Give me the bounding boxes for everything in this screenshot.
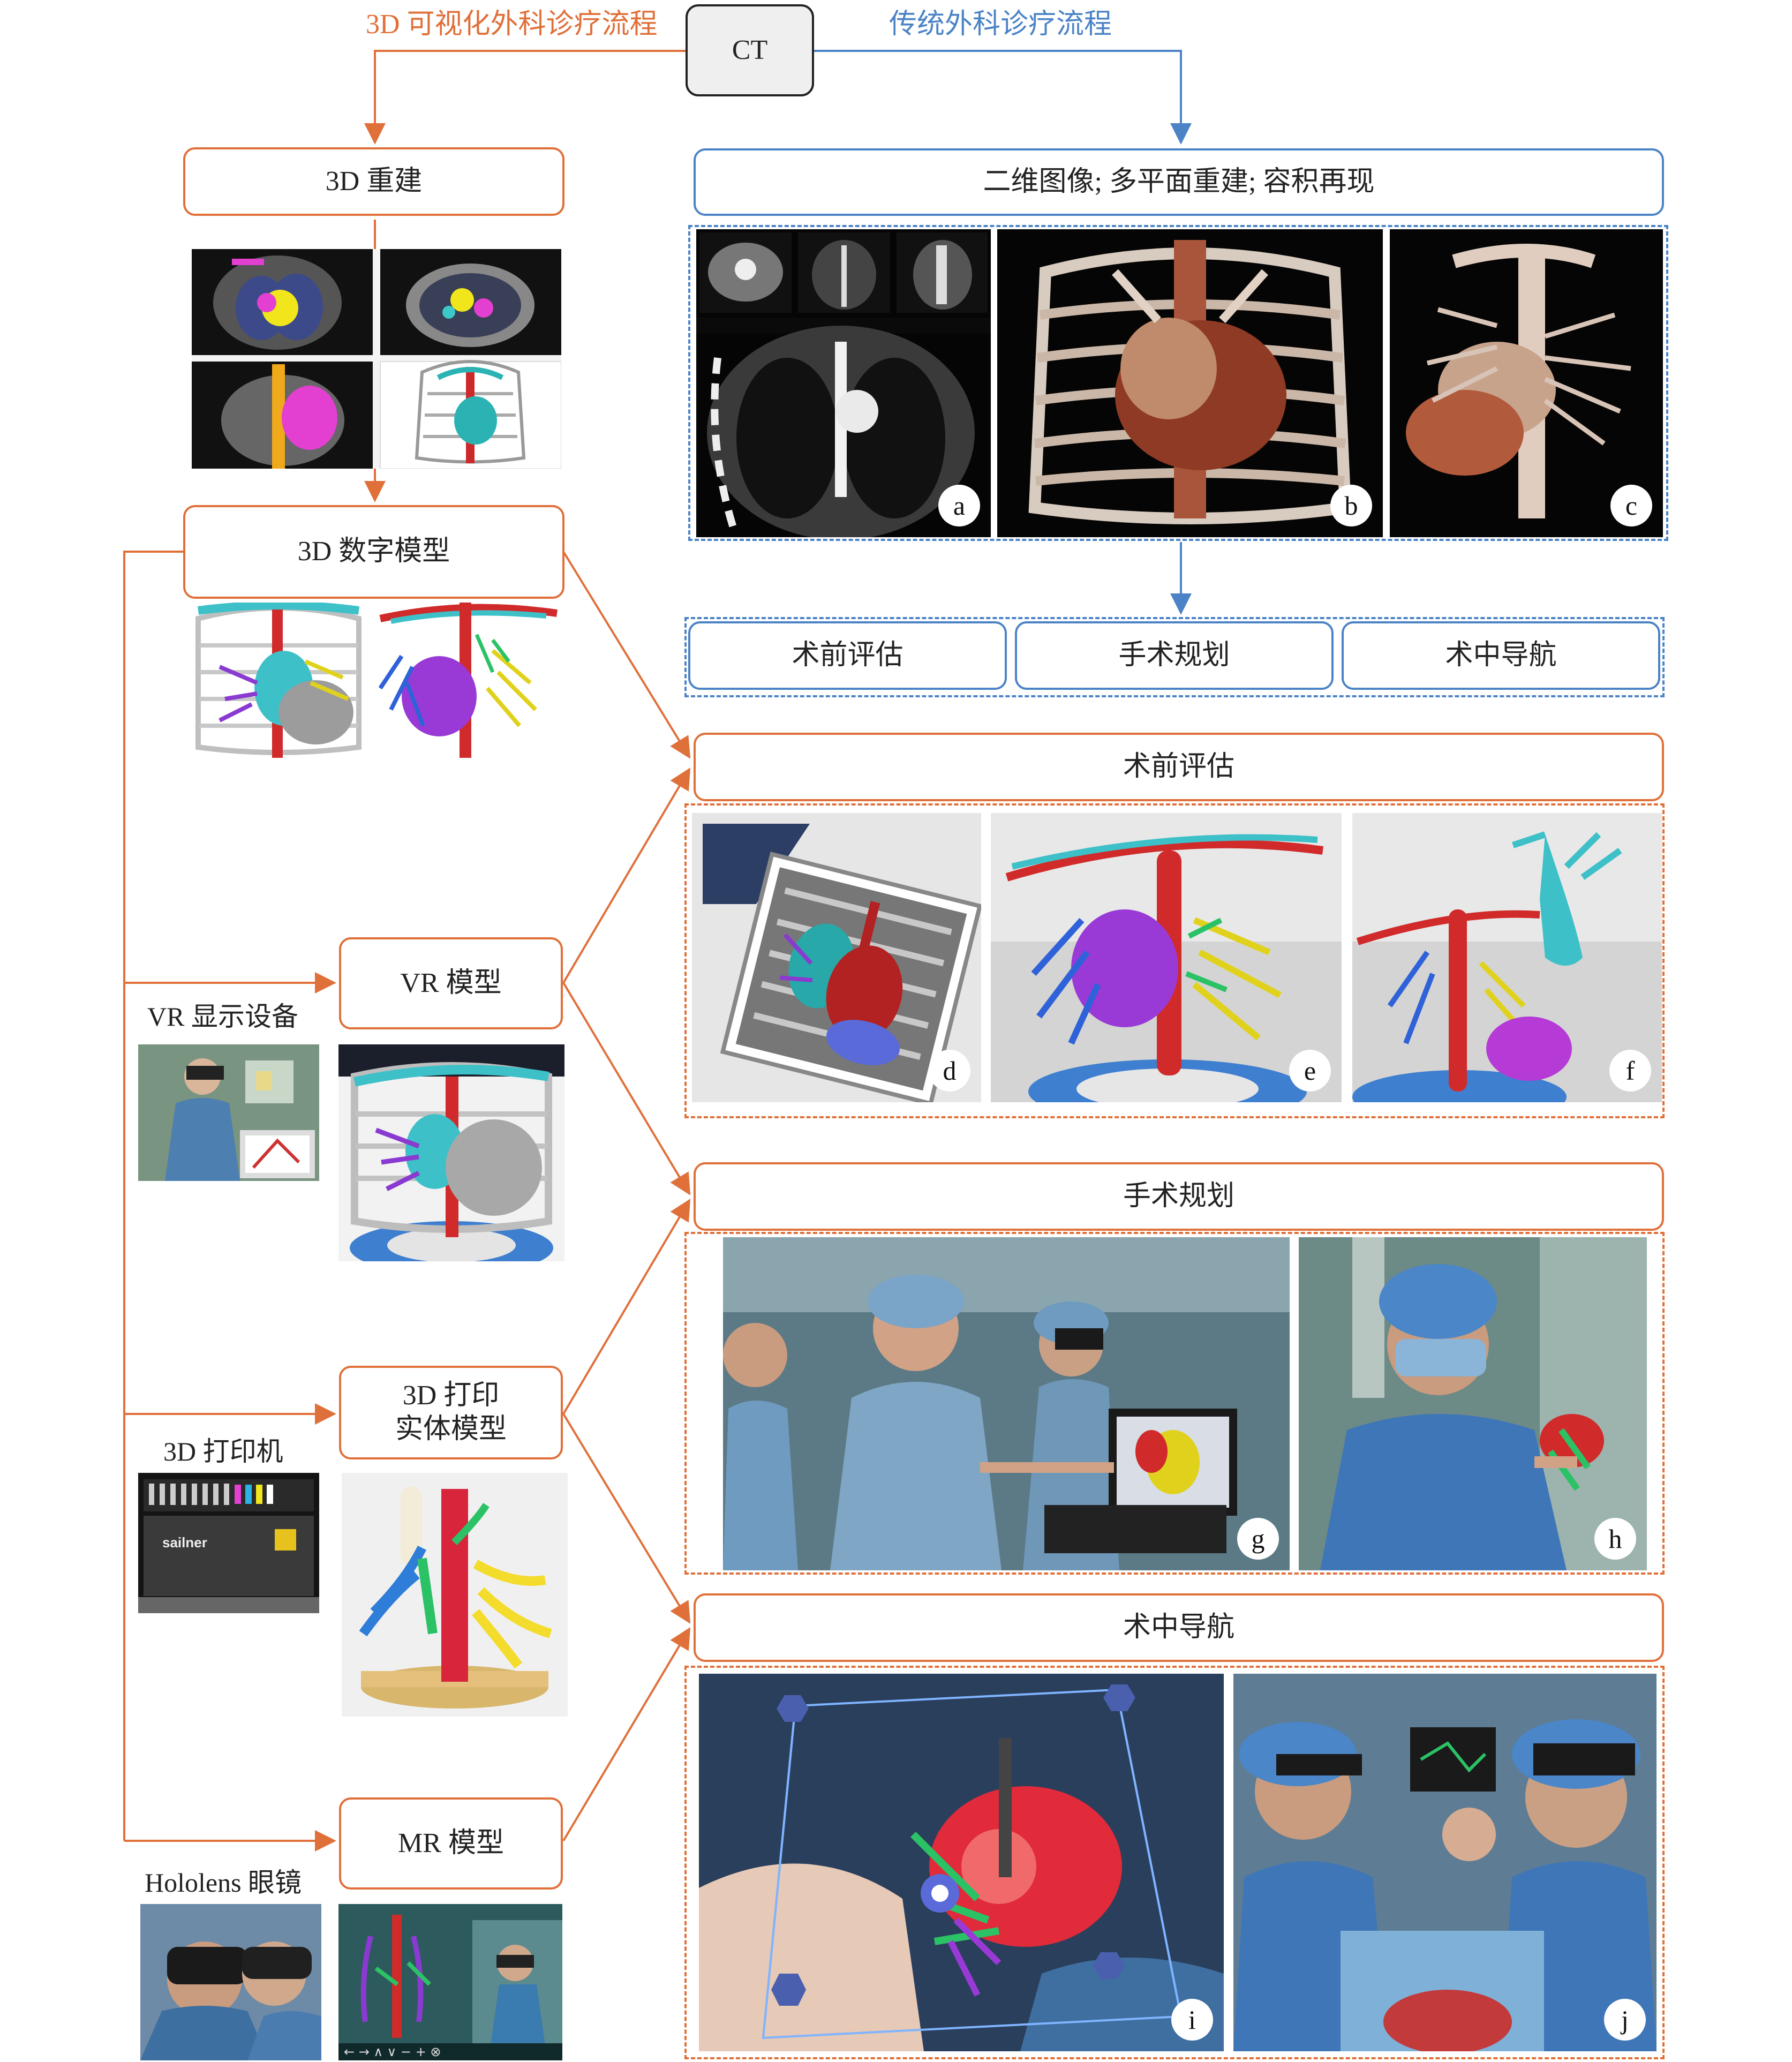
panel-d-letter: d <box>929 1050 970 1092</box>
arrow-print-to-navigation <box>562 1413 691 1624</box>
trad-navigation-node: 术中导航 <box>1342 621 1660 690</box>
planning-node: 手术规划 <box>694 1162 1664 1231</box>
arrow-ct-to-recon <box>364 50 686 145</box>
trad-stage-group <box>684 617 1665 697</box>
pre-eval-node: 术前评估 <box>694 733 1664 801</box>
panel-h-letter: h <box>1594 1518 1636 1560</box>
navigation-node: 术中导航 <box>694 1593 1664 1662</box>
print-model-node: 3D 打印 实体模型 <box>339 1366 563 1459</box>
panel-g-planning-photo: g <box>723 1237 1290 1570</box>
panel-c-letter: c <box>1610 485 1652 526</box>
arrow-mr-to-navigation <box>562 1627 691 1842</box>
trad-planning-node: 手术规划 <box>1015 621 1334 690</box>
panel-b-letter: b <box>1330 485 1372 526</box>
arrow-print-to-planning <box>562 1199 691 1415</box>
digital-model-image <box>187 603 565 758</box>
arrow-digital-to-preeval <box>562 551 691 759</box>
vr-model-render <box>338 1044 564 1261</box>
panel-a-ct-slices: a <box>696 229 991 537</box>
arrow-vr-to-preeval <box>562 767 691 984</box>
printer-label: 3D 打印机 <box>163 1436 283 1466</box>
mr-render: ← → ∧ ∨ − + ⊗ <box>338 1904 562 2060</box>
trad-imaging-group <box>688 225 1668 541</box>
panel-e-vr-scene: e <box>991 813 1342 1102</box>
panel-c-vessel-render: c <box>1390 229 1663 537</box>
panel-d-vr-scene: d <box>692 813 981 1102</box>
svg-text:← → ∧ ∨ − + ⊗: ← → ∧ ∨ − + ⊗ <box>344 2044 441 2059</box>
mr-model-node: MR 模型 <box>339 1797 563 1890</box>
right-flow-title: 传统外科诊疗流程 <box>889 9 1112 40</box>
panel-b-volume-render: b <box>997 229 1383 537</box>
planning-group <box>684 1232 1665 1575</box>
pre-eval-group <box>684 803 1665 1118</box>
left-flow-title: 3D 可视化外科诊疗流程 <box>366 9 658 40</box>
vr-device-label: VR 显示设备 <box>147 1002 298 1032</box>
panel-j-navigation-photo: j <box>1233 1674 1657 2051</box>
traditional-imaging-node: 二维图像; 多平面重建; 容积再现 <box>694 148 1664 216</box>
arrow-ct-to-trad <box>814 50 1192 145</box>
panel-g-letter: g <box>1237 1518 1279 1560</box>
trad-pre-eval-node: 术前评估 <box>688 621 1007 690</box>
hololens-photo <box>140 1904 321 2060</box>
vr-device-photo <box>138 1044 319 1181</box>
recon-screens-image <box>192 249 561 469</box>
printed-model-photo <box>342 1473 568 1717</box>
panel-a-letter: a <box>938 485 980 526</box>
navigation-group <box>684 1666 1665 2059</box>
ct-node: CT <box>686 4 814 96</box>
hololens-label: Hololens 眼镜 <box>145 1868 302 1898</box>
printer-photo: sailner <box>138 1473 319 1613</box>
vr-model-node: VR 模型 <box>339 937 563 1029</box>
recon3d-node: 3D 重建 <box>183 147 564 216</box>
panel-j-letter: j <box>1604 1999 1646 2041</box>
left-spine <box>123 551 183 1841</box>
panel-i-navigation-photo: i <box>699 1674 1224 2051</box>
panel-f-vr-scene: f <box>1352 813 1662 1102</box>
printer-brand: sailner <box>162 1534 207 1551</box>
panel-f-letter: f <box>1609 1050 1651 1092</box>
panel-i-letter: i <box>1171 1999 1213 2041</box>
arrow-vr-to-planning <box>562 982 691 1195</box>
digital-model-node: 3D 数字模型 <box>183 505 564 599</box>
panel-e-letter: e <box>1289 1050 1331 1092</box>
panel-h-planning-photo: h <box>1299 1237 1647 1570</box>
